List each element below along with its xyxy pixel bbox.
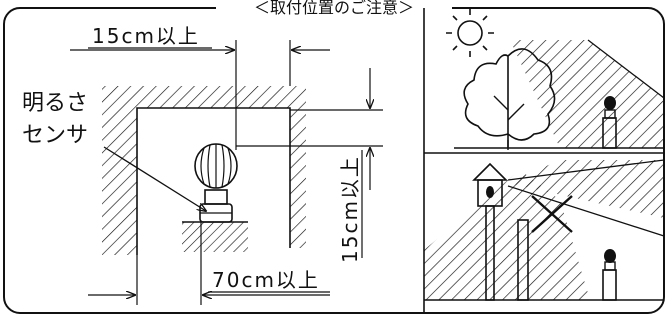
sunlight-edge-top [587, 39, 665, 99]
wall-corner-diagram: 明るさ センサ 15cm以上 15cm以上 70cm以上 [22, 24, 383, 305]
lamp-beam-edge-lower [507, 185, 665, 237]
wall-inner-edge [136, 107, 291, 255]
garden-light-icon [194, 143, 238, 223]
lamp-beam-edge-upper [507, 159, 665, 181]
dim-top-label: 15cm以上 [92, 24, 200, 48]
title: ＜取付位置のご注意＞ [254, 0, 414, 17]
x-mark-icon [531, 195, 573, 233]
tree-icon [463, 48, 556, 150]
sun-icon [446, 9, 494, 57]
sensor-label-line1: 明るさ [22, 91, 88, 116]
mount-base [182, 222, 248, 252]
sunlight-panel [446, 9, 665, 150]
lamp-light-hatch [424, 170, 590, 300]
garden-light-icon [602, 96, 617, 149]
garden-light-icon [602, 249, 617, 301]
sensor-label-line2: センサ [22, 123, 88, 148]
title-background [216, 0, 452, 18]
sensor-leader-line [103, 146, 206, 211]
wall-hatch [102, 86, 306, 255]
dim-right-label: 15cm以上 [338, 155, 362, 263]
street-lamp-panel [424, 159, 665, 301]
dim-bottom-label: 70cm以上 [212, 268, 320, 292]
street-lamp-icon [472, 162, 508, 301]
sunlight-hatch [510, 40, 664, 148]
